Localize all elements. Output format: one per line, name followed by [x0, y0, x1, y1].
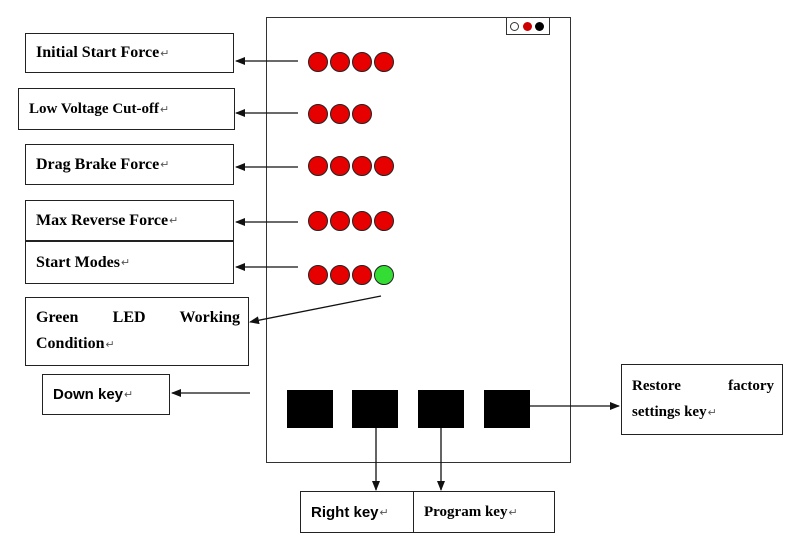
label-text: Program key: [424, 503, 508, 520]
paragraph-mark: ↵: [379, 506, 389, 519]
paragraph-mark: ↵: [120, 257, 131, 269]
label-green-led-working-condition: Green LED Working Condition↵: [25, 297, 249, 366]
paragraph-mark: ↵: [124, 389, 134, 401]
paragraph-mark: ↵: [508, 506, 518, 519]
red-led: [330, 156, 350, 176]
red-led: [352, 156, 372, 176]
paragraph-mark: ↵: [707, 407, 717, 419]
label-text-line2: settings key: [632, 404, 707, 420]
label-text-line1: Restore factory: [632, 378, 774, 394]
label-text: Down key: [53, 386, 124, 403]
green-led: [374, 265, 394, 285]
device-panel: [266, 17, 571, 463]
label-drag-brake-force: Drag Brake Force↵: [25, 144, 234, 185]
red-led: [374, 211, 394, 231]
label-initial-start-force: Initial Start Force↵: [25, 33, 234, 73]
red-led: [308, 265, 328, 285]
port-dot-empty: [510, 21, 519, 31]
red-led: [308, 211, 328, 231]
label-restore-factory-settings-key: Restore factory settings key↵: [621, 364, 783, 435]
red-led: [352, 52, 372, 72]
label-text: Max Reverse Force: [36, 211, 169, 229]
port-dot-red: [522, 21, 532, 31]
paragraph-mark: ↵: [160, 159, 170, 171]
paragraph-mark: ↵: [160, 103, 170, 116]
red-led: [374, 52, 394, 72]
label-text: Start Modes: [36, 253, 120, 271]
down-key-button[interactable]: [287, 390, 333, 428]
label-text: Initial Start Force: [36, 44, 160, 61]
label-right-key: Right key↵: [300, 491, 415, 533]
restore-factory-key-button[interactable]: [484, 390, 530, 428]
red-led: [352, 104, 372, 124]
red-led: [308, 104, 328, 124]
paragraph-mark: ↵: [160, 47, 170, 60]
red-led: [352, 265, 372, 285]
label-low-voltage-cutoff: Low Voltage Cut-off↵: [18, 88, 235, 130]
red-led: [330, 104, 350, 124]
paragraph-mark: ↵: [105, 339, 115, 351]
red-led: [330, 265, 350, 285]
label-text: Low Voltage Cut-off: [29, 100, 159, 117]
red-led: [352, 211, 372, 231]
port-dot-black: [535, 21, 544, 31]
right-key-button[interactable]: [352, 390, 398, 428]
red-led: [330, 211, 350, 231]
label-start-modes: Start Modes↵: [25, 241, 234, 284]
red-led: [308, 156, 328, 176]
label-text-line1: Green LED Working: [36, 309, 240, 326]
red-led: [374, 156, 394, 176]
red-led: [308, 52, 328, 72]
label-program-key: Program key↵: [413, 491, 555, 533]
label-text: Drag Brake Force: [36, 155, 160, 173]
label-text-line2: Condition: [36, 335, 105, 352]
label-max-reverse-force: Max Reverse Force↵: [25, 200, 234, 241]
arrow-green-led: [249, 295, 382, 325]
program-key-button[interactable]: [418, 390, 464, 428]
label-down-key: Down key↵: [42, 374, 170, 415]
label-text: Right key: [311, 503, 379, 521]
connector-port: [506, 17, 550, 35]
red-led: [330, 52, 350, 72]
paragraph-mark: ↵: [169, 215, 179, 227]
